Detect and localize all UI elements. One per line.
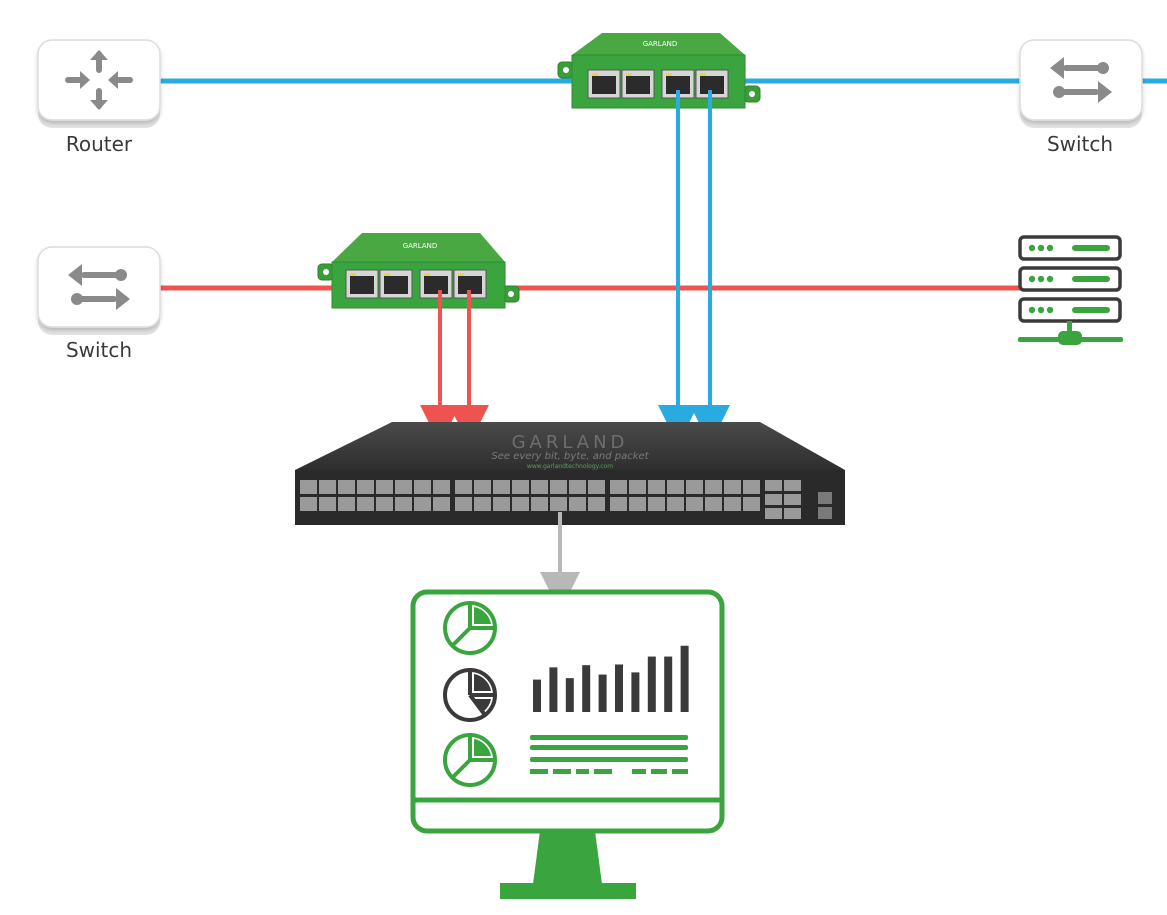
broker-port (338, 497, 355, 511)
broker-port (629, 497, 646, 511)
broker-port (765, 494, 782, 505)
dashboard-bar (664, 656, 673, 712)
broker-port (610, 497, 627, 511)
router-label: Router (65, 132, 133, 156)
broker-port (357, 497, 374, 511)
dashboard-bar (647, 656, 656, 712)
switch-device-left (37, 246, 161, 335)
broker-port (376, 480, 393, 494)
pie-chart-icon (443, 733, 497, 787)
dashboard-bar (631, 672, 640, 712)
broker-port (648, 480, 665, 494)
router-icon (65, 50, 133, 110)
broker-port (338, 480, 355, 494)
broker-port (414, 497, 431, 511)
network-tap-left: GARLAND (317, 233, 520, 309)
broker-port (512, 497, 529, 511)
broker-port (493, 480, 510, 494)
broker-tagline: See every bit, byte, and packet (491, 451, 649, 462)
text-lines-icon (530, 735, 688, 774)
broker-port (395, 480, 412, 494)
broker-port (531, 480, 548, 494)
broker-port (357, 480, 374, 494)
broker-port (765, 480, 782, 491)
broker-port (319, 497, 336, 511)
broker-port (531, 497, 548, 511)
dashboard-bar (598, 674, 607, 712)
server-icon (1018, 235, 1123, 345)
broker-port (474, 497, 491, 511)
broker-port (724, 497, 741, 511)
switch-icon (1050, 57, 1112, 103)
packet-broker-icon: GARLAND See every bit, byte, and packet … (295, 422, 845, 525)
broker-port (455, 497, 472, 511)
broker-port (550, 497, 567, 511)
broker-brand: GARLAND (512, 432, 629, 453)
bar-chart-icon (533, 645, 689, 712)
switch-device-top (1019, 39, 1143, 128)
broker-ports (300, 480, 801, 519)
broker-port (743, 480, 760, 494)
broker-port (569, 480, 586, 494)
broker-port (300, 480, 317, 494)
broker-port (376, 497, 393, 511)
broker-port (784, 480, 801, 491)
broker-port (629, 480, 646, 494)
tap-ports-left (345, 269, 487, 299)
broker-port (512, 480, 529, 494)
broker-port (705, 480, 722, 494)
dashboard-bar (615, 664, 623, 712)
broker-port (686, 480, 703, 494)
broker-port (724, 480, 741, 494)
broker-port (648, 497, 665, 511)
dashboard-bar (549, 667, 558, 712)
broker-port (550, 480, 567, 494)
broker-port (300, 497, 317, 511)
broker-port (569, 497, 586, 511)
tap-brand-top: GARLAND (643, 40, 678, 48)
broker-port (588, 497, 605, 511)
broker-port (395, 497, 412, 511)
dashboard-bar (565, 678, 574, 712)
network-tap-top: GARLAND (557, 33, 761, 109)
broker-port (319, 480, 336, 494)
switch-label-top: Switch (1046, 132, 1114, 156)
router-device (37, 39, 161, 128)
broker-port (433, 497, 450, 511)
broker-port (705, 497, 722, 511)
broker-port (765, 508, 782, 519)
switch-icon (68, 264, 130, 310)
broker-port (474, 480, 491, 494)
broker-port (667, 480, 684, 494)
broker-port (455, 480, 472, 494)
dashboard-bar (533, 679, 541, 712)
broker-port (588, 480, 605, 494)
broker-port (493, 497, 510, 511)
broker-port (667, 497, 684, 511)
tap-brand-left: GARLAND (403, 242, 438, 250)
broker-port (686, 497, 703, 511)
broker-port (743, 497, 760, 511)
broker-port (784, 508, 801, 519)
broker-port (433, 480, 450, 494)
switch-label-left: Switch (65, 338, 133, 362)
dashboard-bar (680, 645, 689, 712)
broker-port (610, 480, 627, 494)
broker-url: www.garlandtechnology.com (527, 463, 613, 470)
pie-chart-icon (443, 601, 497, 655)
broker-port (414, 480, 431, 494)
pie-chart-icon (443, 668, 497, 722)
broker-port (784, 494, 801, 505)
dashboard-bar (582, 665, 591, 712)
monitoring-tool-icon (410, 589, 725, 899)
